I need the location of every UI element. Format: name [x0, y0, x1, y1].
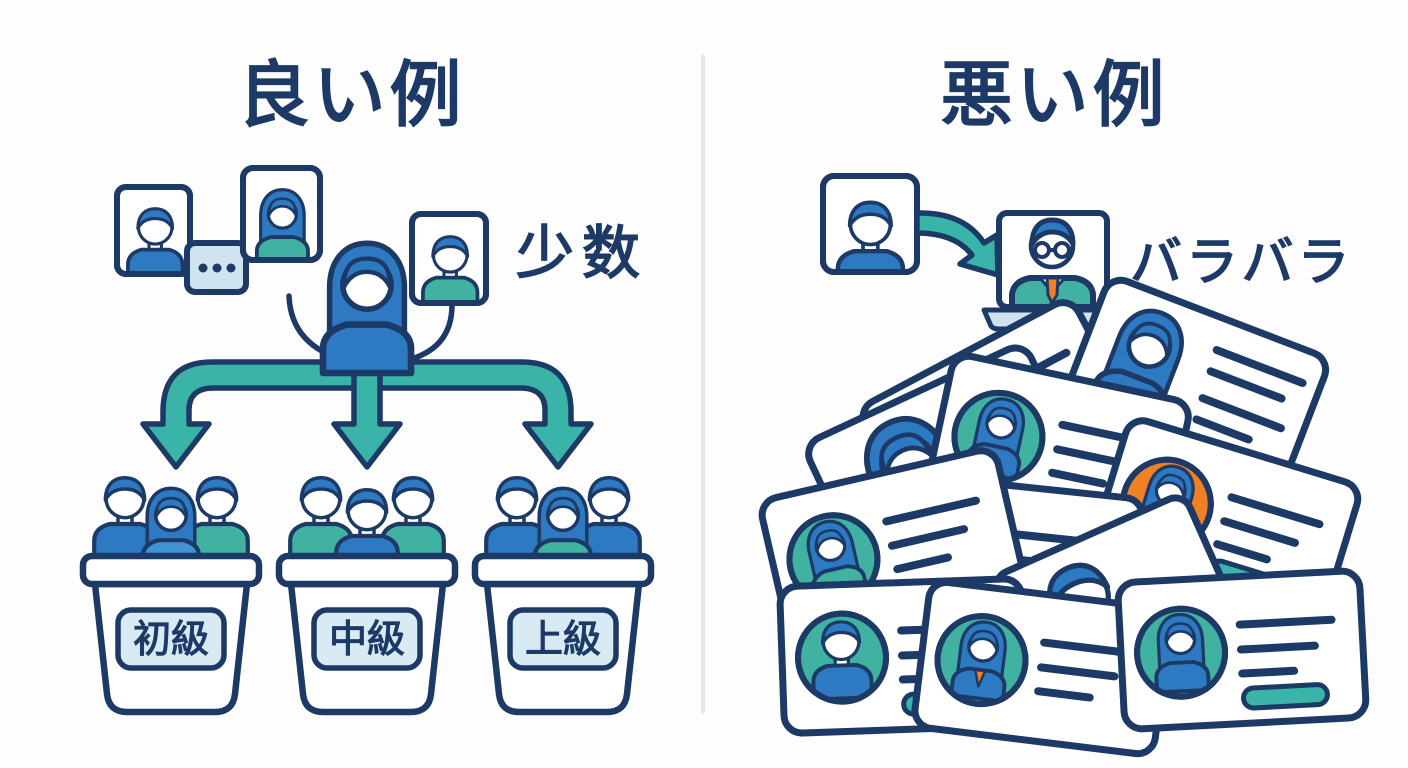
glasses-icon [1033, 241, 1071, 259]
bucket-label-beginner: 初級 [133, 617, 209, 661]
branch-arrow-icon [140, 337, 594, 470]
profile-card-man-1 [114, 184, 193, 277]
id-card-icon [913, 580, 1171, 755]
bucket-label-intermediate: 中級 [329, 617, 405, 661]
id-card-icon [1117, 570, 1366, 729]
profile-card-man-2 [409, 211, 489, 306]
good-example-panel: 初級 中級 [79, 165, 655, 716]
bucket-label-plate [115, 607, 227, 671]
bucket-label-plate [311, 607, 423, 671]
curved-arrow-icon [914, 210, 1001, 278]
bad-example-panel [759, 173, 1367, 756]
profile-card-woman [240, 165, 323, 263]
bucket-advanced: 上級 [471, 478, 655, 716]
laptop-person-icon [981, 210, 1124, 332]
bad-example-annotation: バラバラ [1130, 233, 1354, 293]
bucket-intermediate: 中級 [275, 478, 459, 716]
panel-divider [701, 54, 705, 714]
bucket-label-plate [507, 607, 619, 671]
id-card-pile [759, 276, 1367, 756]
profile-card-submitter [820, 173, 920, 275]
bad-example-title: 悪い例 [940, 53, 1169, 137]
bucket-label-advanced: 上級 [525, 617, 601, 661]
sorter-person-icon [323, 243, 411, 373]
speech-bubble-icon [184, 240, 249, 295]
bucket-beginner: 初級 [79, 478, 263, 716]
person-icon [254, 187, 310, 260]
good-example-annotation: 少数 [516, 219, 649, 287]
good-example-title: 良い例 [237, 53, 466, 137]
